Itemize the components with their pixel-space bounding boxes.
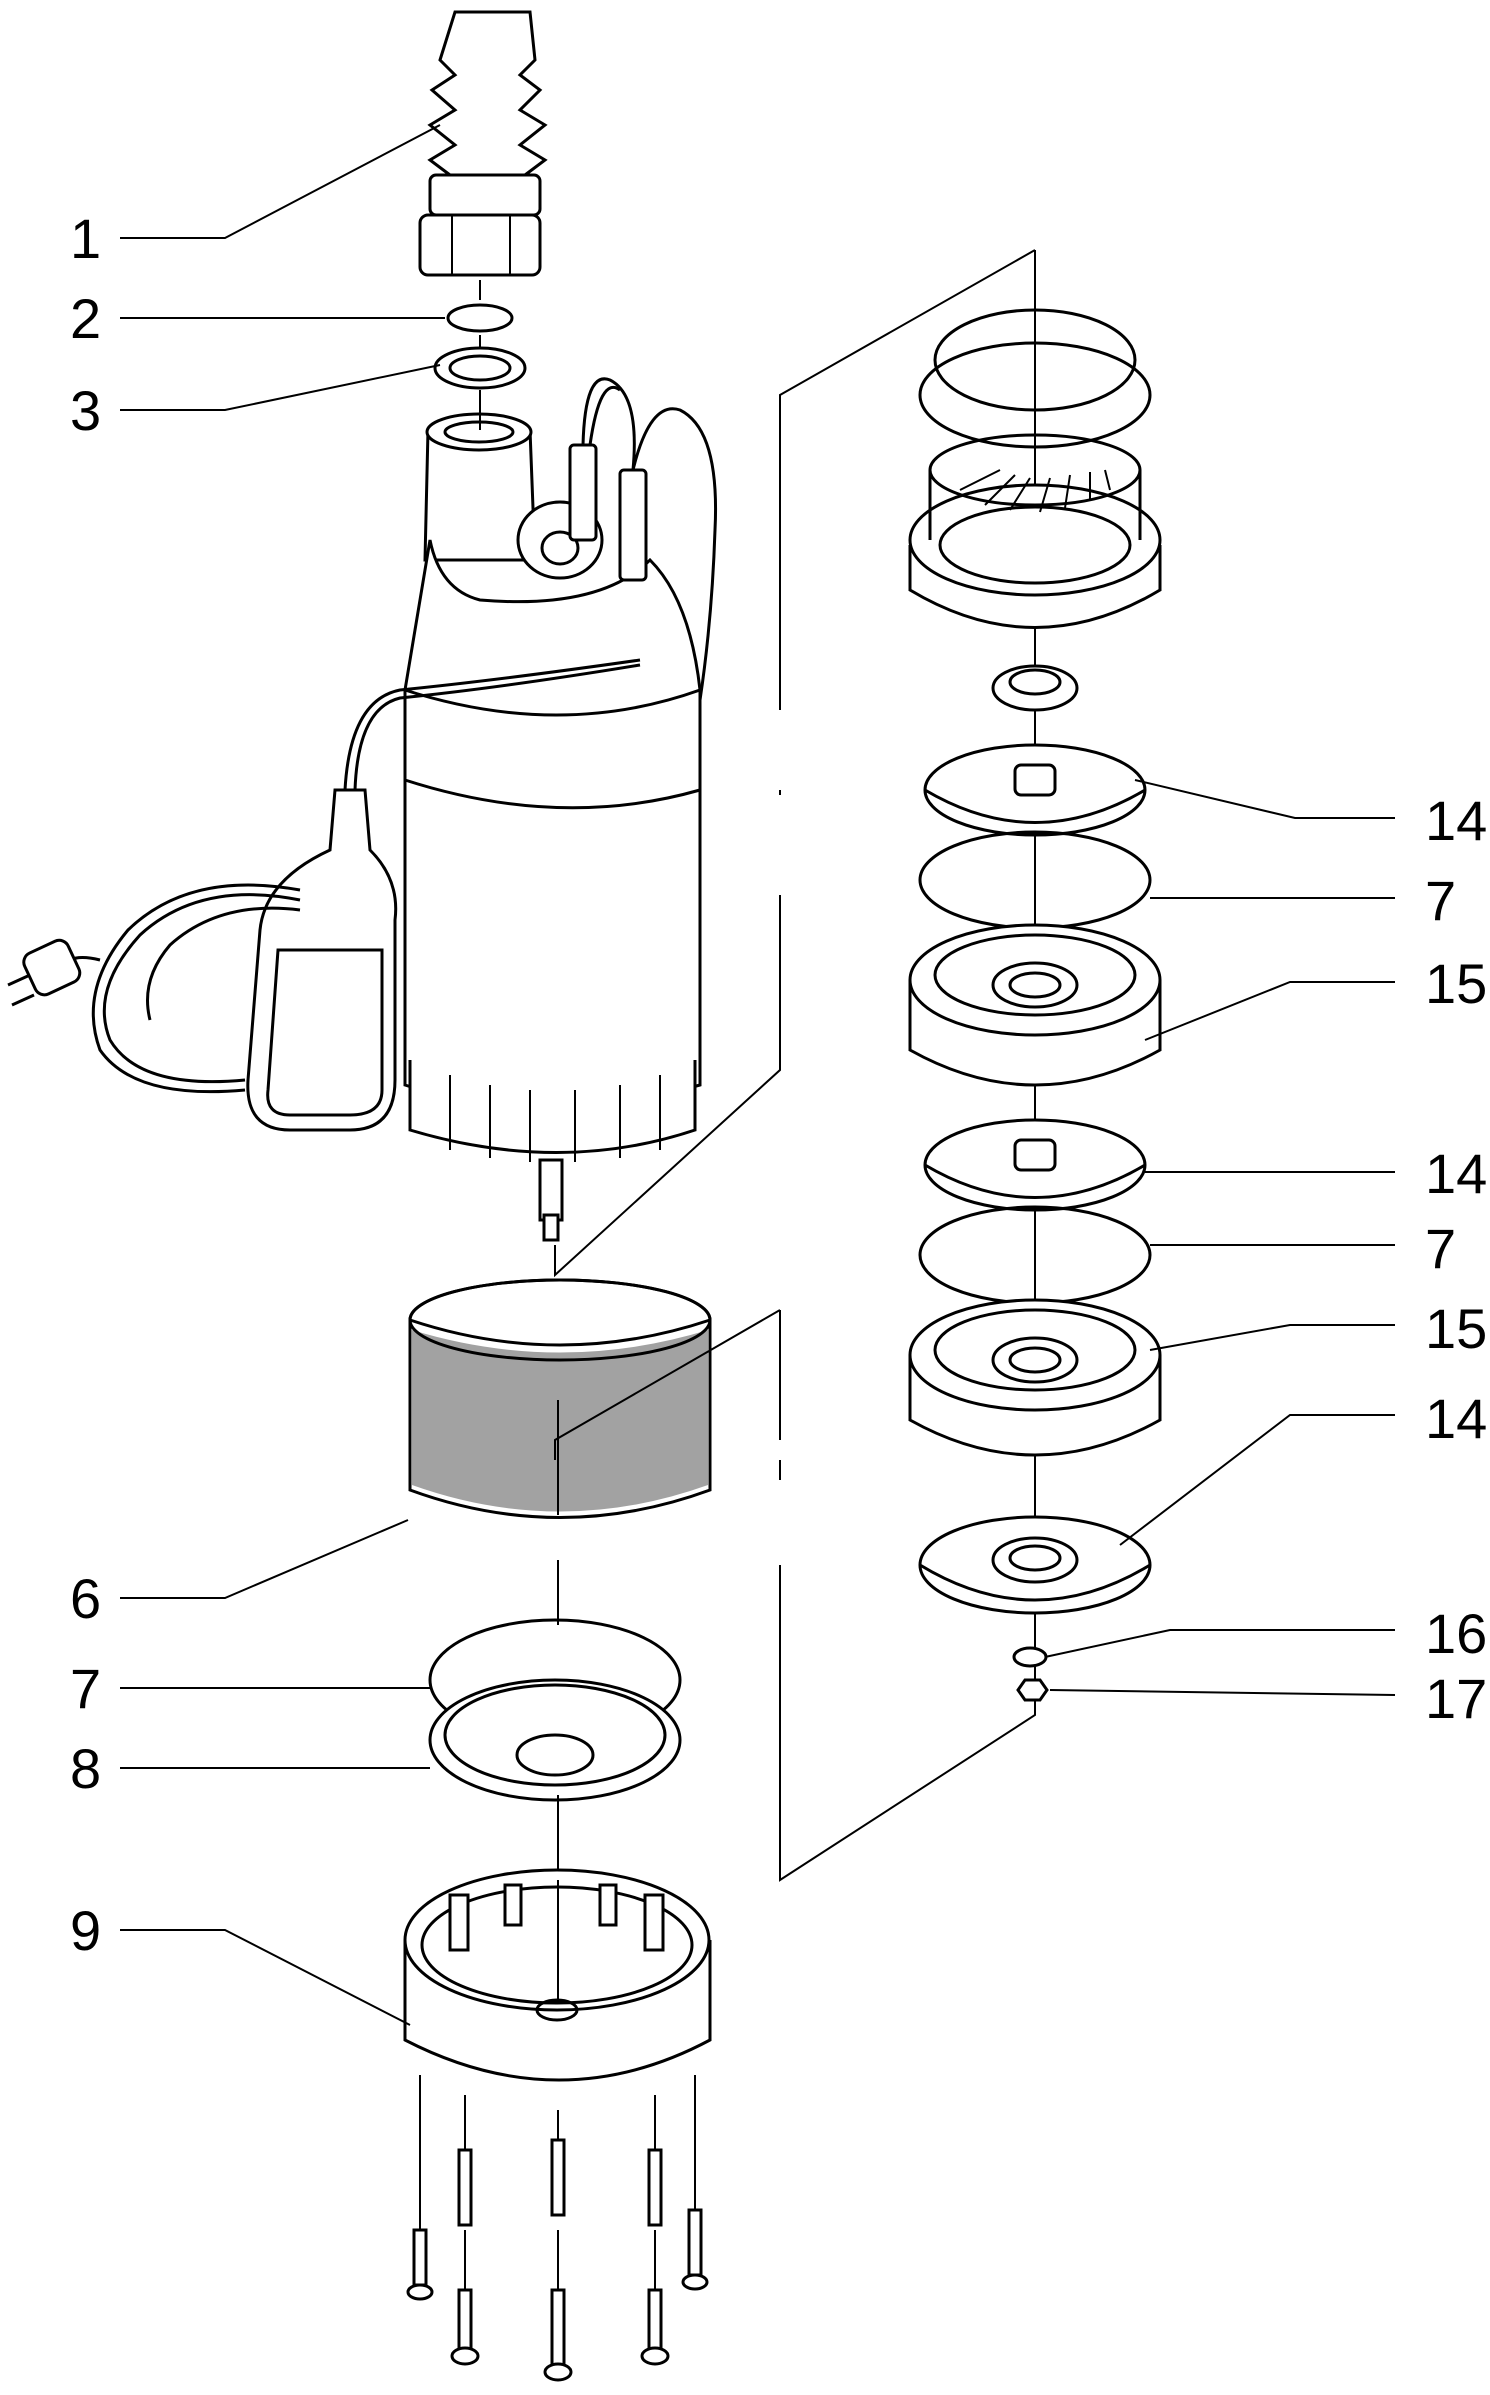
- pump-body: [343, 377, 718, 1242]
- nut-17-part: [1016, 1678, 1049, 1702]
- left-axis-lines: [479, 280, 559, 2000]
- intake-disc-part: [428, 1678, 682, 1802]
- part-label-6: 6: [70, 1567, 101, 1630]
- part-label-15-bottom: 15: [1425, 1297, 1487, 1360]
- part-label-2: 2: [70, 287, 101, 350]
- part-label-15-top: 15: [1425, 952, 1487, 1015]
- washer-16-part: [1012, 1646, 1048, 1668]
- filter-screen-part: [408, 1278, 712, 1519]
- stage-disc-part-c: [918, 1515, 1152, 1615]
- stage-disc-part-b: [923, 1118, 1147, 1212]
- stage-disc-part-a: [923, 743, 1147, 837]
- hose-connector-part: [418, 10, 548, 277]
- screws-set: [406, 2075, 709, 2382]
- leader-lines: [120, 124, 1396, 2026]
- part-label-14-middle: 14: [1425, 1142, 1487, 1205]
- part-label-7-middle: 7: [1425, 1217, 1456, 1280]
- power-cable: [69, 883, 301, 1094]
- part-label-9: 9: [70, 1899, 101, 1962]
- oring-part: [446, 303, 514, 333]
- bushing-part: [991, 664, 1079, 712]
- part-label-16: 16: [1425, 1602, 1487, 1665]
- plug-icon: [7, 938, 82, 1007]
- part-label-3: 3: [70, 379, 101, 442]
- part-label-14-top: 14: [1425, 789, 1487, 852]
- top-seal-ring: [918, 308, 1152, 449]
- part-label-7-left: 7: [70, 1657, 101, 1720]
- part-label-1: 1: [70, 207, 101, 270]
- stage-cup-part-a: [908, 923, 1162, 1087]
- washer-part: [433, 346, 527, 390]
- pump-base-part: [403, 1868, 712, 2082]
- stage-cup-part-b: [908, 1298, 1162, 1457]
- exploded-guide-lines: [554, 249, 1036, 1882]
- part-label-14-bottom: 14: [1425, 1387, 1487, 1450]
- float-switch: [246, 788, 398, 1132]
- part-label-7-top: 7: [1425, 869, 1456, 932]
- impeller-housing: [908, 433, 1162, 629]
- part-label-8: 8: [70, 1737, 101, 1800]
- part-label-17: 17: [1425, 1667, 1487, 1730]
